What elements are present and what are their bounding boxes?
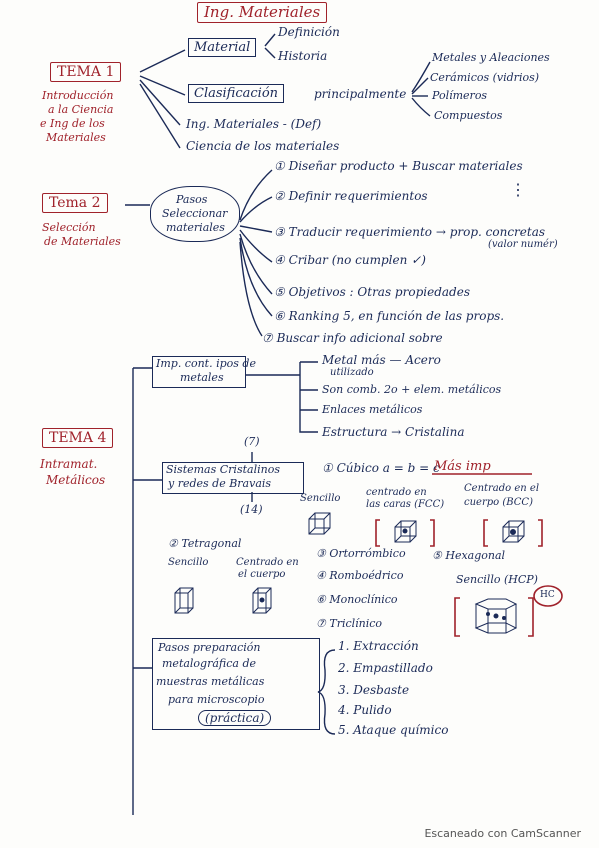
imp-item: Enlaces metálicos	[322, 403, 423, 416]
cube-fcc-icon	[394, 520, 417, 543]
tema2-label: Tema 2	[42, 193, 108, 213]
mas-imp-label: Más imp	[434, 459, 491, 474]
practica-step: 2. Empastillado	[338, 661, 433, 675]
tema2-subtitle-line: de Materiales	[44, 235, 121, 248]
tema1-subtitle-line: Introducción	[42, 89, 114, 102]
clasif-item: Cerámicos (vidrios)	[430, 71, 540, 84]
tema2-subtitle-line: Selección	[42, 221, 96, 234]
step-item: ⑤ Objetivos : Otras propiedades	[274, 285, 470, 299]
material-item: Historia	[278, 49, 328, 63]
ciencia-materiales: Ciencia de los materiales	[186, 139, 340, 153]
imp-box-line: metales	[180, 371, 224, 384]
imp-item: utilizado	[330, 367, 374, 378]
clasif-item: Polímeros	[432, 89, 488, 102]
system-item: ⑥ Monoclínico	[316, 593, 398, 606]
tema1-subtitle-line: e Ing de los	[40, 117, 105, 130]
tema4-subtitle-line: Metálicos	[46, 473, 106, 487]
practica-box-line: Pasos preparación	[158, 641, 261, 654]
imp-box	[152, 356, 246, 388]
imp-item: Son comb. 2o + elem. metálicos	[322, 383, 502, 396]
tema1-label: TEMA 1	[50, 62, 122, 82]
pasos-box-line: materiales	[166, 221, 225, 234]
fcc-line: centrado en	[366, 487, 427, 498]
hexagonal-line: ⑤ Hexagonal	[432, 549, 506, 562]
pasos-box-line: Pasos	[176, 193, 208, 206]
system-item: ⑦ Triclínico	[316, 617, 383, 630]
material-box: Material	[188, 38, 257, 57]
clasif-item: Compuestos	[434, 109, 503, 122]
step-item: ② Definir requerimientos	[274, 189, 428, 203]
ing-materiales-def: Ing. Materiales - (Def)	[186, 117, 322, 131]
hexagonal-cell-icon	[474, 598, 518, 634]
tetra-sub: el cuerpo	[238, 569, 286, 580]
bcc-line: Centrado en el	[464, 483, 540, 494]
sistemas-box	[162, 462, 304, 494]
tema1-subtitle-line: a la Ciencia	[48, 103, 114, 116]
principalmente-label: principalmente	[314, 87, 407, 101]
num-top: (7)	[244, 435, 260, 448]
clasificacion-box: Clasificación	[188, 84, 285, 103]
sistemas-box-line: Sistemas Cristalinos	[166, 463, 280, 476]
valor-numerico: (valor numér)	[488, 239, 558, 250]
step-item: ⑥ Ranking 5, en función de las props.	[274, 309, 505, 323]
tema1-subtitle-line: Materiales	[46, 131, 106, 144]
hc-label: HC	[540, 590, 555, 600]
hexagonal-line: Sencillo (HCP)	[456, 573, 538, 586]
step-item: ⑦ Buscar info adicional sobre	[262, 331, 443, 345]
imp-item: Metal más — Acero	[322, 353, 441, 367]
tema4-label: TEMA 4	[42, 428, 114, 448]
sistemas-box-line: y redes de Bravais	[168, 477, 272, 490]
tetra-sub: Centrado en	[236, 557, 299, 568]
step-item: ③ Traducir requerimiento → prop. concret…	[274, 225, 546, 239]
imp-item: Estructura → Cristalina	[322, 425, 465, 439]
imp-box-line: Imp. cont. ipos de	[156, 357, 256, 370]
sencillo-label: Sencillo	[300, 493, 341, 504]
cubico-label: ① Cúbico a = b = c	[322, 461, 440, 475]
step-dots: ⋮	[510, 180, 526, 199]
num-bottom: (14)	[240, 503, 263, 516]
practica-step: 1. Extracción	[338, 639, 419, 653]
practica-box	[152, 638, 320, 730]
tetra-sub: Sencillo	[168, 557, 209, 568]
step-item: ① Diseñar producto + Buscar materiales	[274, 159, 523, 173]
pasos-ellipse	[150, 186, 240, 242]
tema4-subtitle-line: Intramat.	[40, 457, 98, 471]
practica-box-line: metalográfica de	[162, 657, 257, 670]
fcc-line: las caras (FCC)	[366, 499, 445, 510]
practica-label: (práctica)	[198, 710, 272, 726]
system-item: ④ Romboédrico	[316, 569, 404, 582]
material-item: Definición	[278, 25, 340, 39]
tetragonal-body-icon	[252, 587, 272, 614]
scanner-footer: Escaneado con CamScanner	[424, 827, 581, 840]
practica-box-line: muestras metálicas	[156, 675, 265, 688]
step-item: ④ Cribar (no cumplen ✓)	[274, 253, 426, 267]
cube-simple-icon	[308, 512, 331, 535]
pasos-box-line: Seleccionar	[162, 207, 228, 220]
page-title: Ing. Materiales	[197, 2, 328, 23]
tetragonal-label: ② Tetragonal	[168, 537, 242, 550]
practica-step: 5. Ataque químico	[338, 723, 449, 737]
system-item: ③ Ortorrómbico	[316, 547, 406, 560]
tetragonal-simple-icon	[174, 587, 194, 614]
practica-step: 3. Desbaste	[338, 683, 410, 697]
practica-box-line: para microscopio	[168, 693, 265, 706]
practica-step: 4. Pulido	[338, 703, 392, 717]
bcc-line: cuerpo (BCC)	[464, 497, 533, 508]
cube-bcc-icon	[502, 520, 525, 543]
clasif-item: Metales y Aleaciones	[432, 51, 550, 64]
